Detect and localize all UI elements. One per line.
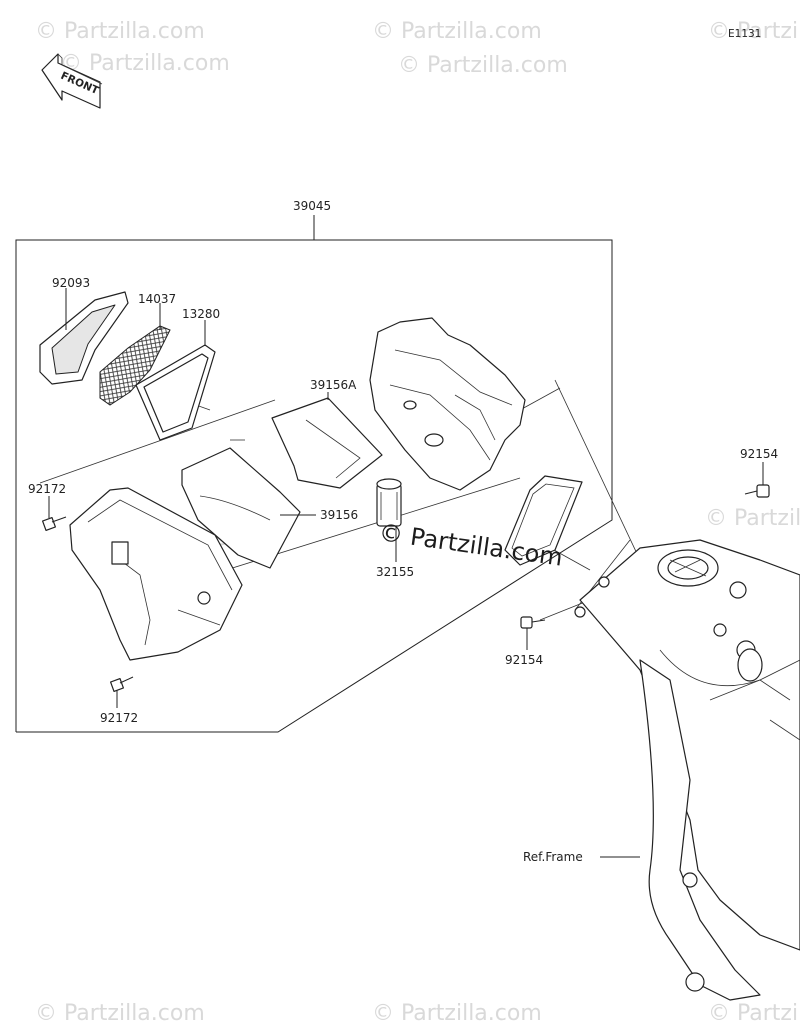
reference-frame — [574, 539, 800, 1001]
label-92154-bottom: 92154 — [505, 653, 543, 667]
label-92172-bottom: 92172 — [100, 711, 138, 725]
diagram-code: E1131 — [728, 28, 761, 40]
watermark-bottom-left: © Partzilla.com — [35, 1001, 205, 1026]
label-92172-top: 92172 — [28, 482, 66, 496]
part-left-intake-housing — [69, 487, 243, 661]
watermark-bottom-center: © Partzilla.com — [372, 1001, 542, 1026]
watermark-top-right: © Partzilla.com — [708, 19, 800, 44]
part-right-intake-housing — [369, 317, 526, 491]
part-92154-bolt-bottom — [520, 616, 546, 650]
label-32155: 32155 — [376, 565, 414, 579]
kit-bracket — [15, 215, 613, 733]
part-92172-bolt-top — [41, 496, 67, 532]
part-92172-bolt-bottom — [109, 676, 134, 708]
label-14037: 14037 — [138, 292, 176, 306]
watermark-top-left: © Partzilla.com — [35, 19, 205, 44]
part-92154-bolt-top — [744, 462, 770, 498]
label-39156A: 39156A — [310, 378, 357, 392]
label-92093: 92093 — [52, 276, 90, 290]
label-ref-frame: Ref.Frame — [523, 850, 583, 864]
label-39156: 39156 — [320, 508, 358, 522]
part-39156-duct — [181, 447, 316, 569]
watermark-top-left-2: © Partzilla.com — [60, 51, 230, 76]
part-14037-mesh — [99, 303, 171, 406]
label-13280: 13280 — [182, 307, 220, 321]
part-39156A-duct — [271, 392, 383, 489]
part-13280-seal — [135, 320, 216, 441]
label-kit: 39045 — [293, 199, 331, 213]
part-right-seal — [504, 475, 583, 566]
watermark-top-center-2: © Partzilla.com — [398, 53, 568, 78]
label-92154-top: 92154 — [740, 447, 778, 461]
watermarks: © Partzilla.com © Partzilla.com © Partzi… — [35, 19, 800, 1026]
watermark-top-center: © Partzilla.com — [372, 19, 542, 44]
part-92093-cover — [39, 288, 129, 385]
watermark-right: © Partzilla.com — [705, 506, 800, 531]
part-32155-tube — [376, 478, 402, 562]
watermark-bottom-right: © Partzilla.com — [708, 1001, 800, 1026]
front-arrow-icon: FRONT — [41, 53, 103, 109]
